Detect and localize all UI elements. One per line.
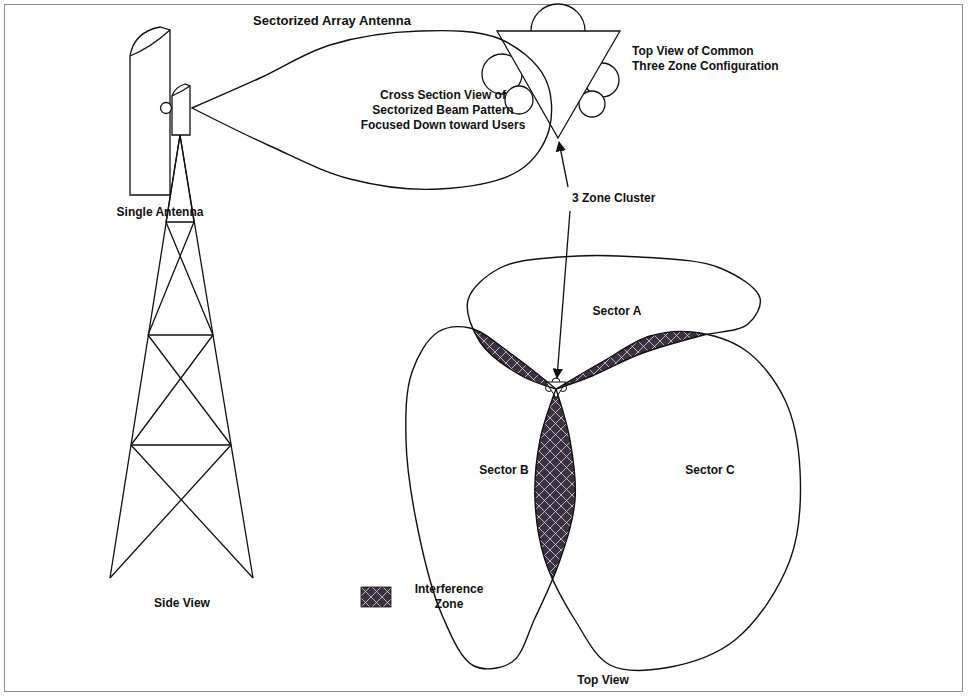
legend-swatch — [360, 586, 392, 608]
sector-name: Sector C — [665, 463, 755, 478]
interference-zones — [406, 327, 801, 671]
view-caption: Side View — [122, 596, 242, 611]
lobe-outline — [529, 326, 806, 674]
callout-label: 3 Zone Cluster — [572, 191, 682, 206]
antenna-tower — [110, 135, 253, 578]
center-cluster-icon — [546, 378, 567, 398]
lobe-outline — [406, 327, 576, 669]
tower-antenna — [161, 84, 191, 135]
view-caption: Top View of Common Three Zone Configurat… — [632, 44, 784, 74]
legend-swatch — [361, 587, 391, 607]
lobe-outline — [535, 331, 801, 670]
sector-lobe: Sector C — [529, 326, 806, 674]
sector-lobe: Sector A — [462, 251, 766, 395]
lobe-outline — [192, 31, 552, 190]
sector-lobe: Sector B — [400, 322, 581, 672]
lobe-outline — [400, 322, 581, 672]
frame — [5, 5, 963, 692]
beam-pattern-lobe: Cross Section View of Sectorized Beam Pa… — [186, 25, 555, 195]
beam-caption: Cross Section View of Sectorized Beam Pa… — [354, 88, 532, 133]
view-caption: Top View — [543, 673, 663, 688]
legend: Interference Zone — [360, 582, 488, 612]
lobe-outline — [462, 251, 766, 395]
legend-text: Interference Zone — [410, 582, 488, 612]
lobe-outline — [467, 255, 760, 389]
pointer-arrow — [559, 142, 568, 187]
sector-name: Sector A — [572, 304, 662, 319]
pointer-arrow — [557, 211, 570, 378]
diagram-title: Sectorized Array Antenna — [182, 13, 482, 29]
view-caption: Single Antenna — [90, 205, 230, 220]
